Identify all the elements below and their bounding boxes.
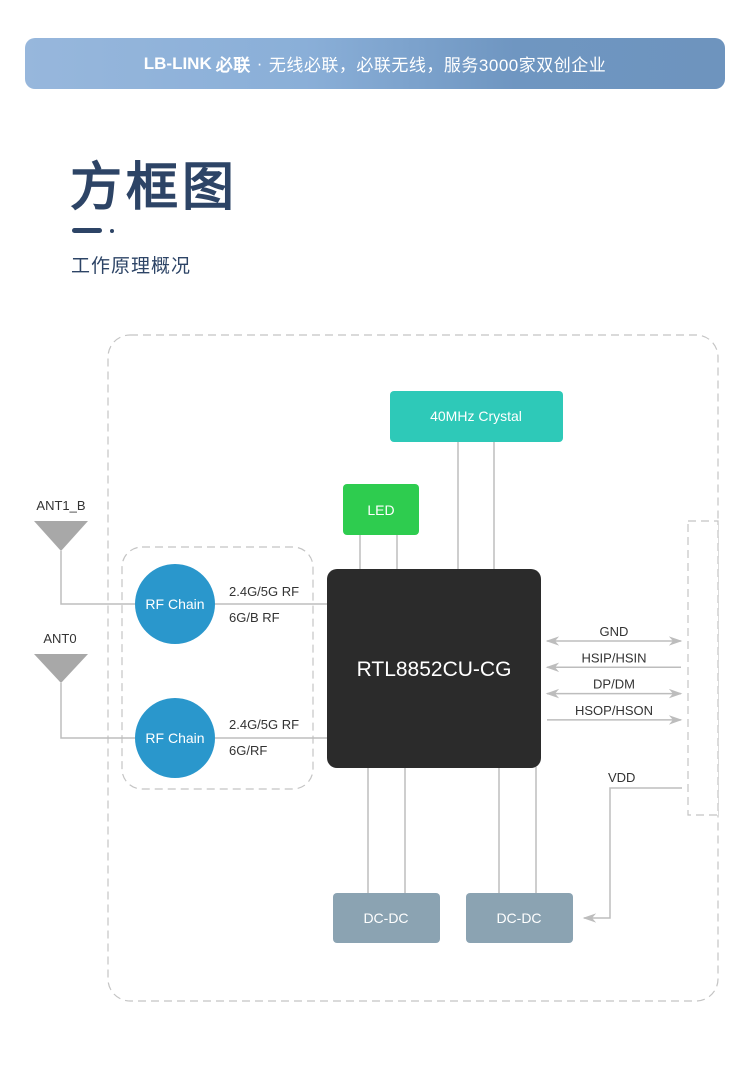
interface-signals: GND HSIP/HSIN DP/DM HSOP/HSON [545, 624, 683, 725]
page-subtitle: 工作原理概况 [71, 256, 192, 277]
brand-name: 必联 [215, 56, 251, 75]
signal-label: HSOP/HSON [575, 703, 653, 718]
dcdc-block [333, 893, 440, 943]
header-banner: LB-LINK 必联 · 无线必联，必联无线，服务3000家双创企业 [25, 38, 725, 89]
dcdc-block [466, 893, 573, 943]
crystal-block [390, 391, 563, 442]
dcdc-label: DC-DC [363, 910, 408, 926]
rf-chain-node [135, 564, 215, 644]
antenna-feed-line [60, 683, 135, 739]
chip-label: RTL8852CU-CG [357, 658, 512, 681]
usb-connector [687, 520, 719, 816]
rf-chain-label: RF Chain [145, 596, 204, 612]
page-title: 方框图 [70, 158, 239, 218]
rf-chain-node [135, 698, 215, 778]
antenna-feed-line [60, 551, 135, 605]
signal-label: DP/DM [593, 677, 635, 692]
dcdc-label: DC-DC [496, 910, 541, 926]
antenna-label: ANT1_B [36, 498, 85, 513]
antenna-label: ANT0 [43, 631, 76, 646]
antenna-icon [34, 654, 88, 683]
lb-link-logo: LB-LINK [143, 53, 212, 73]
signal-label: GND [600, 624, 629, 639]
chip-block [327, 569, 541, 768]
rf-signal-label: 2.4G/5G RF [229, 584, 299, 599]
banner-separator: · [256, 53, 263, 73]
crystal-label: 40MHz Crystal [430, 408, 522, 424]
rf-signal-label: 2.4G/5G RF [229, 717, 299, 732]
antenna-icon [34, 521, 88, 551]
banner-slogan: 无线必联，必联无线，服务3000家双创企业 [268, 56, 607, 75]
rf-signal-label: 6G/B RF [229, 610, 280, 625]
vdd-label: VDD [608, 770, 635, 785]
title-underline-dot [110, 229, 114, 233]
led-block [343, 484, 419, 535]
vdd-line [582, 787, 682, 923]
rf-chain-label: RF Chain [145, 730, 204, 746]
led-label: LED [367, 502, 394, 518]
title-underline [72, 228, 102, 233]
rf-signal-label: 6G/RF [229, 743, 267, 758]
signal-label: HSIP/HSIN [581, 650, 646, 665]
